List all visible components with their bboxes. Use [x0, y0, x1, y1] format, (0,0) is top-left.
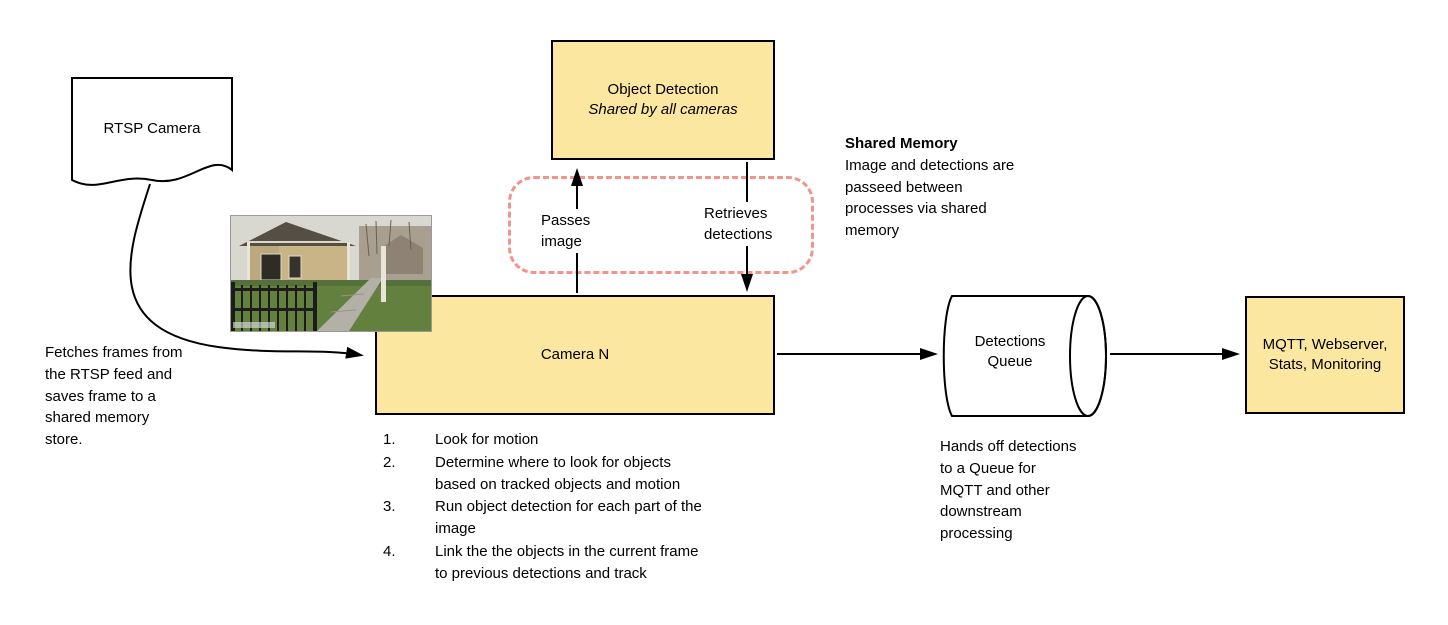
node-mqtt-webserver: MQTT, Webserver, Stats, Monitoring: [1245, 296, 1405, 414]
snapshot-timestamp-overlay: [233, 322, 275, 328]
detections-queue-cylinder-cap: [1069, 295, 1107, 417]
object-detection-subtitle: Shared by all cameras: [588, 101, 738, 118]
snapshot-corner-trim-left: [247, 242, 250, 282]
snapshot-side-door: [288, 255, 302, 279]
note-queue-handoff: Hands off detections to a Queue for MQTT…: [940, 438, 1077, 542]
node-object-detection: Object Detection Shared by all cameras: [551, 40, 775, 160]
step-number: 1.: [383, 431, 396, 448]
step-text: Run object detection for each part of th…: [435, 498, 702, 537]
note-shared-memory: Shared Memory Image and detections are p…: [845, 133, 1065, 242]
note-fetch-frames: Fetches frames from the RTSP feed and sa…: [45, 344, 183, 448]
step-text: Look for motion: [435, 431, 539, 448]
note-shared-memory-body: Image and detections are passeed between…: [845, 156, 1015, 239]
edge-label-passes-image: Passes image: [538, 209, 594, 253]
step-number: 2.: [383, 453, 396, 471]
node-camera-n: Camera N: [375, 295, 775, 415]
camera-snapshot-image: [230, 215, 432, 332]
step-number: 4.: [383, 542, 396, 560]
list-item: 1. Look for motion: [383, 429, 813, 451]
snapshot-white-post: [381, 246, 386, 302]
list-item: 4. Link the the objects in the current f…: [383, 541, 813, 585]
snapshot-distant-house: [381, 235, 423, 274]
edge-label-retrieves-detections: Retrieves detections: [701, 202, 776, 246]
snapshot-gutter: [247, 241, 351, 243]
step-text: Link the the objects in the current fram…: [435, 542, 699, 582]
detections-queue-label: Detections Queue: [974, 333, 1046, 371]
camera-n-steps-list: 1. Look for motion 2. Determine where to…: [383, 429, 813, 585]
list-item: 2. Determine where to look for objects b…: [383, 452, 813, 496]
object-detection-title: Object Detection: [607, 80, 719, 98]
snapshot-garage-door: [260, 253, 282, 281]
camera-n-label: Camera N: [540, 345, 610, 363]
note-shared-memory-title: Shared Memory: [845, 135, 958, 152]
snapshot-corner-trim-right: [347, 242, 350, 282]
snapshot-bare-trees: [365, 219, 412, 257]
step-text: Determine where to look for objects base…: [435, 453, 681, 493]
mqtt-webserver-label: MQTT, Webserver, Stats, Monitoring: [1262, 335, 1388, 373]
shared-memory-dashed-region: [508, 176, 814, 274]
list-item: 3. Run object detection for each part of…: [383, 496, 813, 540]
step-number: 3.: [383, 498, 396, 516]
rtsp-camera-label: RTSP Camera: [103, 120, 201, 137]
object-detection-text: Object Detection Shared by all cameras: [553, 80, 773, 121]
